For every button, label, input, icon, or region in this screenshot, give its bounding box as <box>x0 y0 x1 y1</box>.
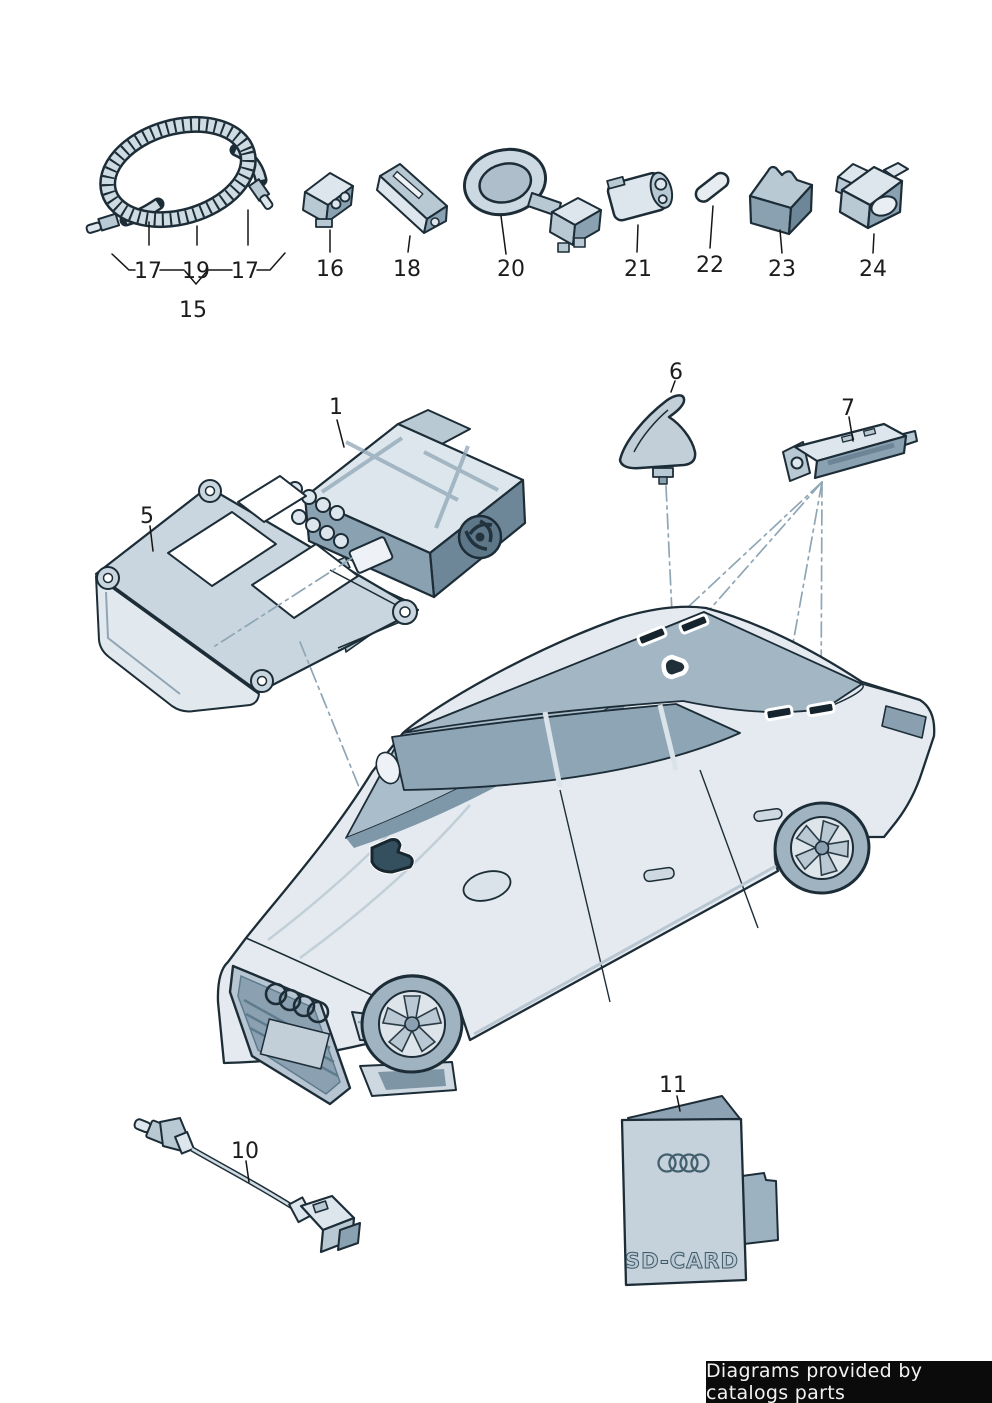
credit-text: Diagrams provided by catalogs parts <box>706 1360 923 1403</box>
part-7-antenna-amplifier: 7 <box>656 396 918 711</box>
side-mirror <box>462 870 512 902</box>
folder-front <box>620 1117 748 1287</box>
door-handle-rear <box>753 807 783 823</box>
audi-rings-icon <box>657 1153 710 1173</box>
side-windows <box>391 703 741 791</box>
part-10-antenna-cable: 10 <box>133 1117 361 1254</box>
audi-rings-icon <box>264 982 330 1024</box>
car-illustration <box>216 605 936 1106</box>
cowl-band <box>346 690 640 848</box>
callout-7: 7 <box>841 396 855 421</box>
fin-mount-spot <box>661 654 689 680</box>
callout-20: 20 <box>497 257 525 282</box>
callout-15: 15 <box>179 298 207 323</box>
front-wheel <box>360 974 464 1074</box>
part-11-sd-card: SD-CARD 11 <box>620 1073 779 1287</box>
callout-11: 11 <box>659 1073 687 1098</box>
callout-24: 24 <box>859 257 887 282</box>
part-6-roof-antenna: 6 <box>618 360 697 657</box>
callout-21: 21 <box>624 257 652 282</box>
sd-card-label: SD-CARD <box>625 1249 739 1273</box>
part-18-module: 18 <box>376 163 448 282</box>
callout-18: 18 <box>393 257 421 282</box>
roof-panel <box>402 611 863 734</box>
callout-1: 1 <box>329 395 343 420</box>
part-5-mounting-bracket: 5 <box>94 475 420 713</box>
callout-16: 16 <box>316 257 344 282</box>
callout-19: 19 <box>182 259 210 284</box>
callout-10: 10 <box>231 1139 259 1164</box>
assembly-line-unit-to-bracket <box>214 557 353 647</box>
part-15-coiled-cable: 17 19 17 15 <box>85 115 286 323</box>
callout-22: 22 <box>696 253 724 278</box>
part-23-block: 23 <box>748 165 814 282</box>
callout-17-right: 17 <box>231 259 259 284</box>
a-pillar-blob <box>375 751 401 785</box>
roof-antenna-markers <box>636 613 836 722</box>
rear-wheel <box>773 801 871 895</box>
part-22-cap: 22 <box>694 171 730 278</box>
part-24-connector-housing: 24 <box>835 162 909 282</box>
callout-23: 23 <box>768 257 796 282</box>
sd-card-chip <box>741 1172 779 1245</box>
callout-6: 6 <box>669 360 683 385</box>
part-20-ring-antenna: 20 <box>462 147 602 282</box>
callout-5: 5 <box>140 504 154 529</box>
part-1-control-unit: 1 <box>287 395 527 599</box>
bracket-ears <box>96 479 418 693</box>
credit-bar: Diagrams provided by catalogs parts <box>706 1360 992 1403</box>
callout-17-left: 17 <box>134 259 162 284</box>
taillight <box>881 705 927 739</box>
part-16-connector: 16 <box>302 172 354 282</box>
license-plate-area <box>259 1018 331 1070</box>
door-handle-front <box>643 866 675 883</box>
coil <box>99 115 257 229</box>
part-21-cylinder <box>606 171 674 222</box>
